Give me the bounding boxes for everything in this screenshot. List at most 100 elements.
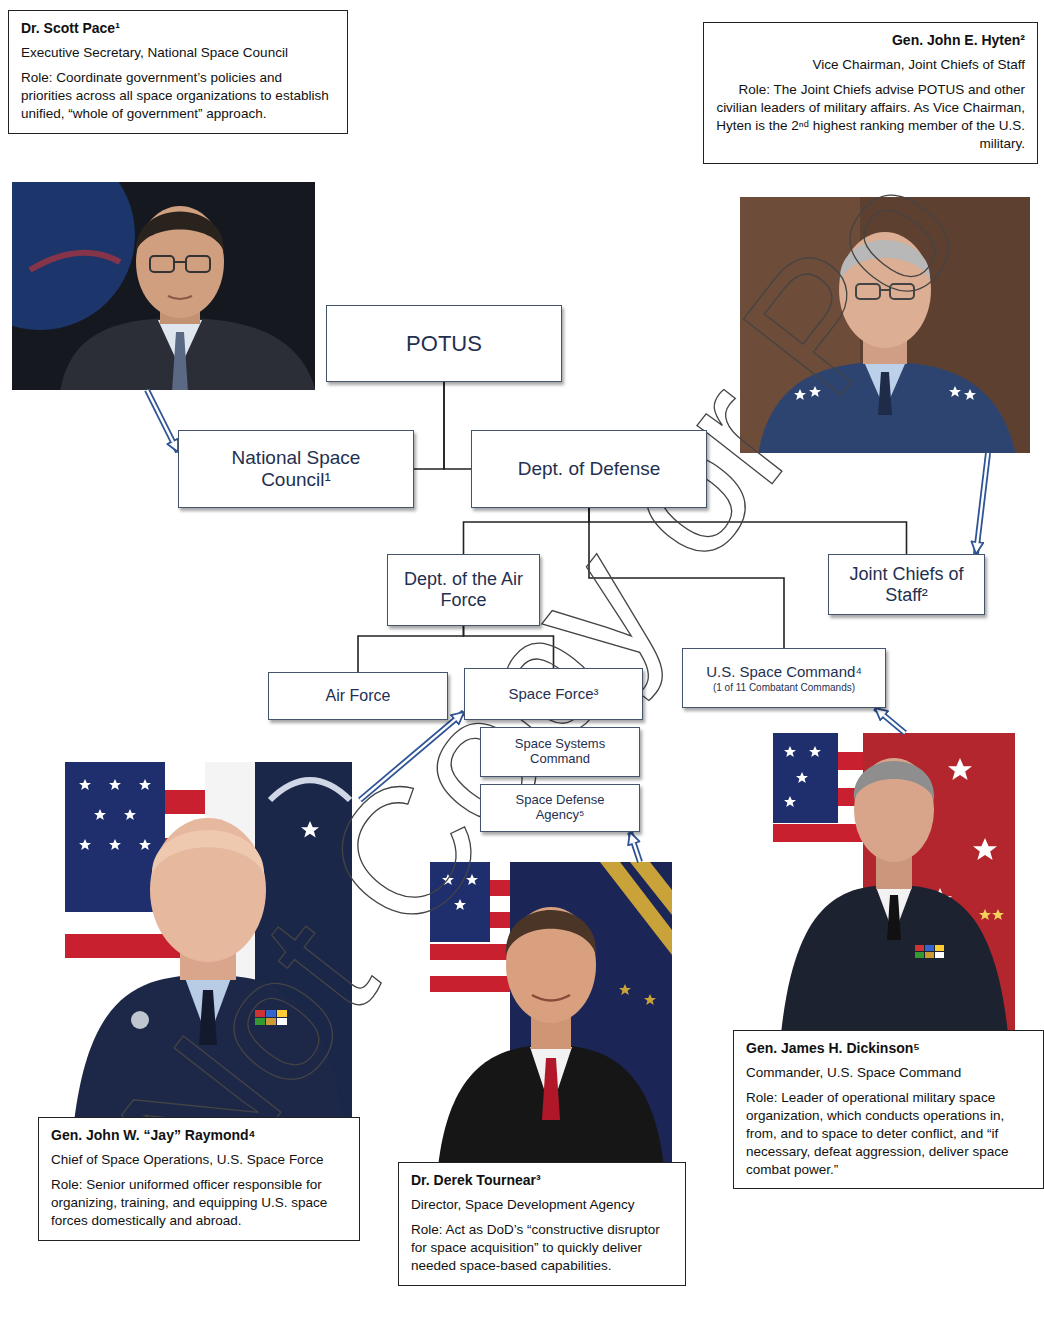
box-label: Dept. of the Air Force xyxy=(396,569,531,610)
org-box: Dept. of Defense xyxy=(471,430,707,508)
card-name: Dr. Derek Tournear³ xyxy=(411,1171,673,1189)
photo-shape xyxy=(94,809,106,820)
connector-group xyxy=(976,453,988,554)
photo-shape xyxy=(60,318,315,390)
photo-shape xyxy=(109,839,121,850)
photo-shape xyxy=(152,830,264,875)
photo-shape xyxy=(109,779,121,790)
photo-shape xyxy=(136,206,224,318)
photo-shape xyxy=(796,772,808,783)
photo-shape xyxy=(781,885,1008,1032)
connector-group xyxy=(147,390,178,452)
callout-arrow xyxy=(875,708,905,733)
photo-shape xyxy=(79,779,91,790)
org-box: Space Systems Command xyxy=(480,727,640,777)
card-role: Role: Coordinate government’s policies a… xyxy=(21,69,335,122)
box-label: Air Force xyxy=(326,687,391,705)
org-connector xyxy=(414,382,444,469)
photo-shape xyxy=(887,895,901,940)
photo-shape xyxy=(506,907,596,1023)
person-card: Dr. Derek Tournear³ Director, Space Devel… xyxy=(398,862,686,1286)
photo-shape xyxy=(139,839,151,850)
card-title: Commander, U.S. Space Command xyxy=(746,1064,1031,1082)
photo-shape xyxy=(784,796,796,807)
card-title: Vice Chairman, Joint Chiefs of Staff xyxy=(716,56,1025,74)
photo-shape xyxy=(644,994,656,1005)
arrow-inner-line xyxy=(147,390,173,442)
org-box: Joint Chiefs of Staff² xyxy=(828,554,985,615)
card-name: Gen. John E. Hyten² xyxy=(716,31,1025,49)
callout-arrow xyxy=(976,453,988,554)
photo-shape xyxy=(79,839,91,850)
card-role: Role: Leader of operational military spa… xyxy=(746,1089,1031,1178)
photo-shape xyxy=(619,984,631,995)
card-name: Dr. Scott Pace¹ xyxy=(21,19,335,37)
box-label: Space Force³ xyxy=(508,685,598,702)
card-name: Gen. James H. Dickinson⁵ xyxy=(746,1039,1031,1057)
org-box: Air Force xyxy=(268,672,448,720)
card-role: Role: Act as DoD’s “constructive disrupt… xyxy=(411,1221,673,1274)
org-box: National Space Council¹ xyxy=(178,430,414,508)
box-label: POTUS xyxy=(406,331,482,356)
photo-shape xyxy=(964,389,976,400)
photo-shape xyxy=(438,1045,664,1165)
photo-shape xyxy=(925,952,934,958)
card-title: Director, Space Development Agency xyxy=(411,1196,673,1214)
person-card: Dr. Scott Pace¹ Executive Secretary, Nati… xyxy=(8,10,348,390)
connector-group xyxy=(414,382,444,469)
photo-shape xyxy=(430,976,510,992)
card-panel: Gen. John W. “Jay” Raymond⁴Chief of Spac… xyxy=(38,1117,360,1241)
card-title: Chief of Space Operations, U.S. Space Fo… xyxy=(51,1151,347,1169)
photo-shape xyxy=(809,746,821,757)
photo-shape xyxy=(12,182,135,330)
photo-shape xyxy=(973,838,997,860)
card-role: Role: The Joint Chiefs advise POTUS and … xyxy=(716,81,1025,152)
photo-shape xyxy=(168,296,192,299)
person-card: Gen. John E. Hyten² Vice Chairman, Joint … xyxy=(703,22,1038,453)
box-label: Space Defense Agency⁵ xyxy=(501,793,619,823)
card-panel: Gen. James H. Dickinson⁵ Commander, U.S. … xyxy=(733,1030,1044,1189)
org-connector xyxy=(444,382,471,469)
photo-shape xyxy=(174,261,186,263)
arrow-inner-line xyxy=(633,842,640,862)
photo-shape xyxy=(854,761,934,800)
photo-shape xyxy=(172,332,188,390)
box-label: U.S. Space Command⁴ xyxy=(706,663,862,680)
person-card: Gen. James H. Dickinson⁵ Commander, U.S. … xyxy=(733,733,1044,1190)
connector-group xyxy=(630,832,640,862)
photo-shape xyxy=(854,758,934,862)
photo-shape xyxy=(136,212,224,253)
photo-shape xyxy=(186,256,210,272)
photo-shape xyxy=(131,1011,149,1029)
photo-shape xyxy=(773,824,863,842)
photo-shape xyxy=(506,910,596,955)
box-label: Joint Chiefs of Staff² xyxy=(837,564,976,605)
box-sublabel: (1 of 11 Combatant Commands) xyxy=(713,682,855,694)
photo-shape xyxy=(948,758,972,780)
photo-shape xyxy=(949,386,961,397)
photo-shape xyxy=(150,256,174,272)
photo-shape xyxy=(773,733,838,823)
photo-shape xyxy=(935,945,944,951)
card-panel: Gen. John E. Hyten² Vice Chairman, Joint … xyxy=(703,22,1038,164)
box-label: Space Systems Command xyxy=(501,737,619,767)
connector-group xyxy=(875,708,905,733)
box-label: Dept. of Defense xyxy=(518,458,661,480)
org-box: U.S. Space Command⁴ (1 of 11 Combatant Co… xyxy=(682,648,886,708)
card-panel: Dr. Derek Tournear³ Director, Space Devel… xyxy=(398,1162,686,1286)
photo-shape xyxy=(915,952,924,958)
photo-shape xyxy=(979,909,991,920)
photo-shape xyxy=(542,1058,560,1120)
box-label: National Space Council¹ xyxy=(209,447,383,491)
photo-shape xyxy=(532,995,570,1001)
callout-arrow xyxy=(147,390,178,452)
card-title: Executive Secretary, National Space Coun… xyxy=(21,44,335,62)
callout-arrow xyxy=(630,832,640,862)
person-card: Gen. John W. “Jay” Raymond⁴Chief of Spac… xyxy=(38,762,360,1241)
photo-shape xyxy=(935,952,944,958)
photo-shape xyxy=(630,862,672,915)
arrow-inner-line xyxy=(977,453,988,543)
portrait-photo xyxy=(12,182,315,390)
connector-group xyxy=(444,382,471,469)
